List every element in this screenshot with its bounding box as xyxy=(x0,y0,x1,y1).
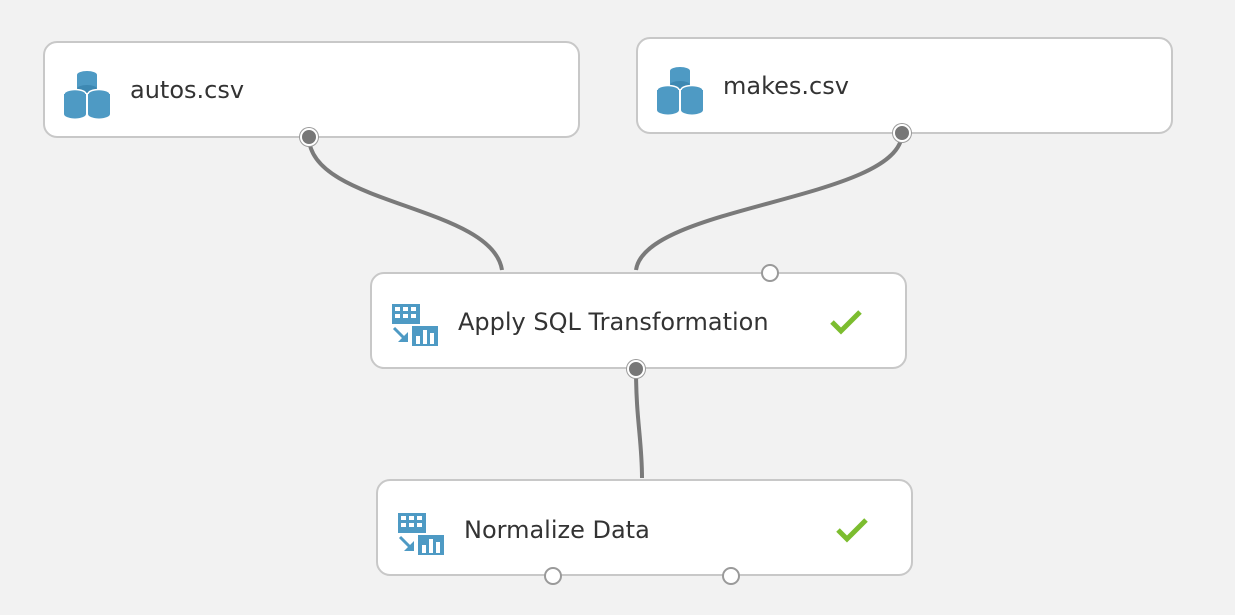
module-makes-csv[interactable]: makes.csv xyxy=(636,37,1173,134)
checkmark-icon xyxy=(836,518,868,543)
module-label: makes.csv xyxy=(723,72,849,100)
output-port-open[interactable] xyxy=(722,567,740,585)
module-autos-csv[interactable]: autos.csv xyxy=(43,41,580,138)
connection-sql-to-normalize[interactable] xyxy=(634,368,644,479)
module-apply-sql-transformation[interactable]: Apply SQL Transformation xyxy=(370,272,907,369)
output-port-open[interactable] xyxy=(544,567,562,585)
module-label: Normalize Data xyxy=(464,516,650,544)
checkmark-icon xyxy=(830,310,862,335)
module-label: autos.csv xyxy=(130,76,245,104)
dataset-icon xyxy=(656,67,704,115)
connection-makes-to-sql[interactable] xyxy=(634,132,904,271)
module-normalize-data[interactable]: Normalize Data xyxy=(376,479,913,576)
dataset-icon xyxy=(63,71,111,119)
output-port[interactable] xyxy=(300,128,318,146)
transform-icon xyxy=(398,513,444,555)
module-label: Apply SQL Transformation xyxy=(458,308,769,336)
connection-autos-to-sql[interactable] xyxy=(307,136,504,271)
output-port[interactable] xyxy=(627,360,645,378)
output-port[interactable] xyxy=(893,124,911,142)
input-port-open[interactable] xyxy=(761,264,779,282)
transform-icon xyxy=(392,304,438,346)
